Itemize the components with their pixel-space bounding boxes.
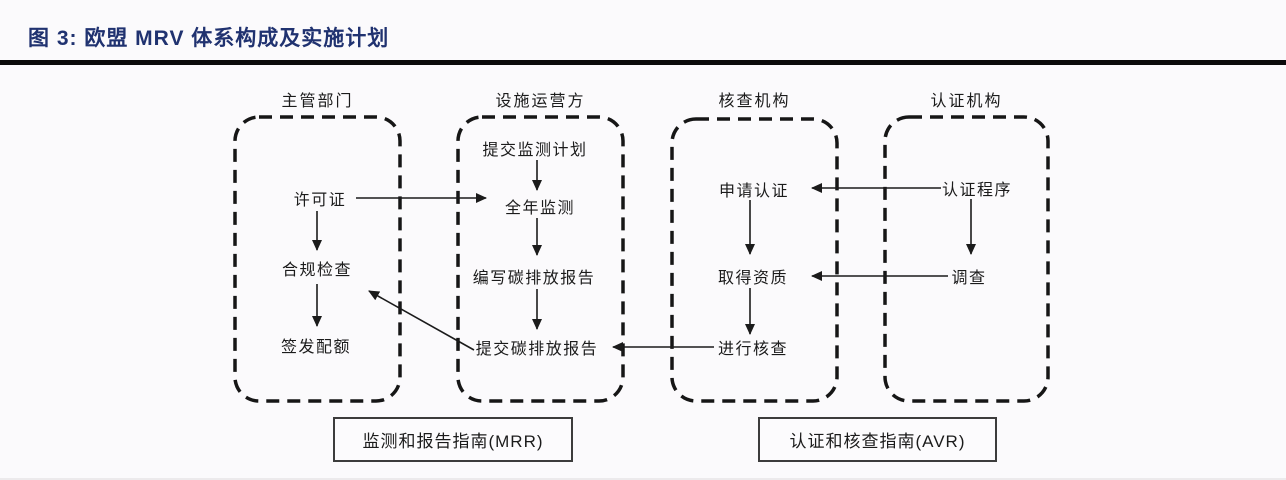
node-permit: 许可证 (293, 192, 347, 209)
group-box-facility-operator (456, 115, 625, 403)
figure-title: 图 3: 欧盟 MRV 体系构成及实施计划 (28, 27, 390, 50)
node-apply-accreditation: 申请认证 (718, 183, 790, 200)
node-annual-monitoring: 全年监测 (504, 200, 576, 217)
column-header-competent-authority: 主管部门 (281, 93, 354, 110)
mrr-guideline-box: 监测和报告指南(MRR) (333, 417, 573, 462)
column-header-accreditation-body: 认证机构 (930, 93, 1003, 110)
title-divider (0, 60, 1286, 65)
avr-guideline-box: 认证和核查指南(AVR) (758, 417, 997, 462)
column-header-facility-operator: 设施运营方 (495, 93, 586, 110)
column-header-verification-body: 核查机构 (718, 93, 791, 110)
node-accreditation-procedure: 认证程序 (941, 182, 1013, 199)
group-box-accreditation-body (883, 115, 1050, 403)
node-conduct-verification: 进行核查 (717, 341, 789, 358)
bottom-edge-line (0, 478, 1286, 480)
node-obtain-qualification: 取得资质 (717, 270, 789, 287)
node-submit-monitoring-plan: 提交监测计划 (482, 142, 588, 159)
node-compliance-check: 合规检查 (281, 262, 353, 279)
node-submit-emission-report: 提交碳排放报告 (475, 341, 599, 358)
arrow-submit-report-to-compliance-check (368, 290, 475, 351)
node-write-emission-report: 编写碳排放报告 (472, 270, 596, 287)
group-box-verification-body (670, 117, 839, 403)
group-box-competent-authority (233, 115, 402, 403)
node-issue-allowances: 签发配额 (280, 339, 352, 356)
node-investigation: 调查 (951, 270, 987, 287)
